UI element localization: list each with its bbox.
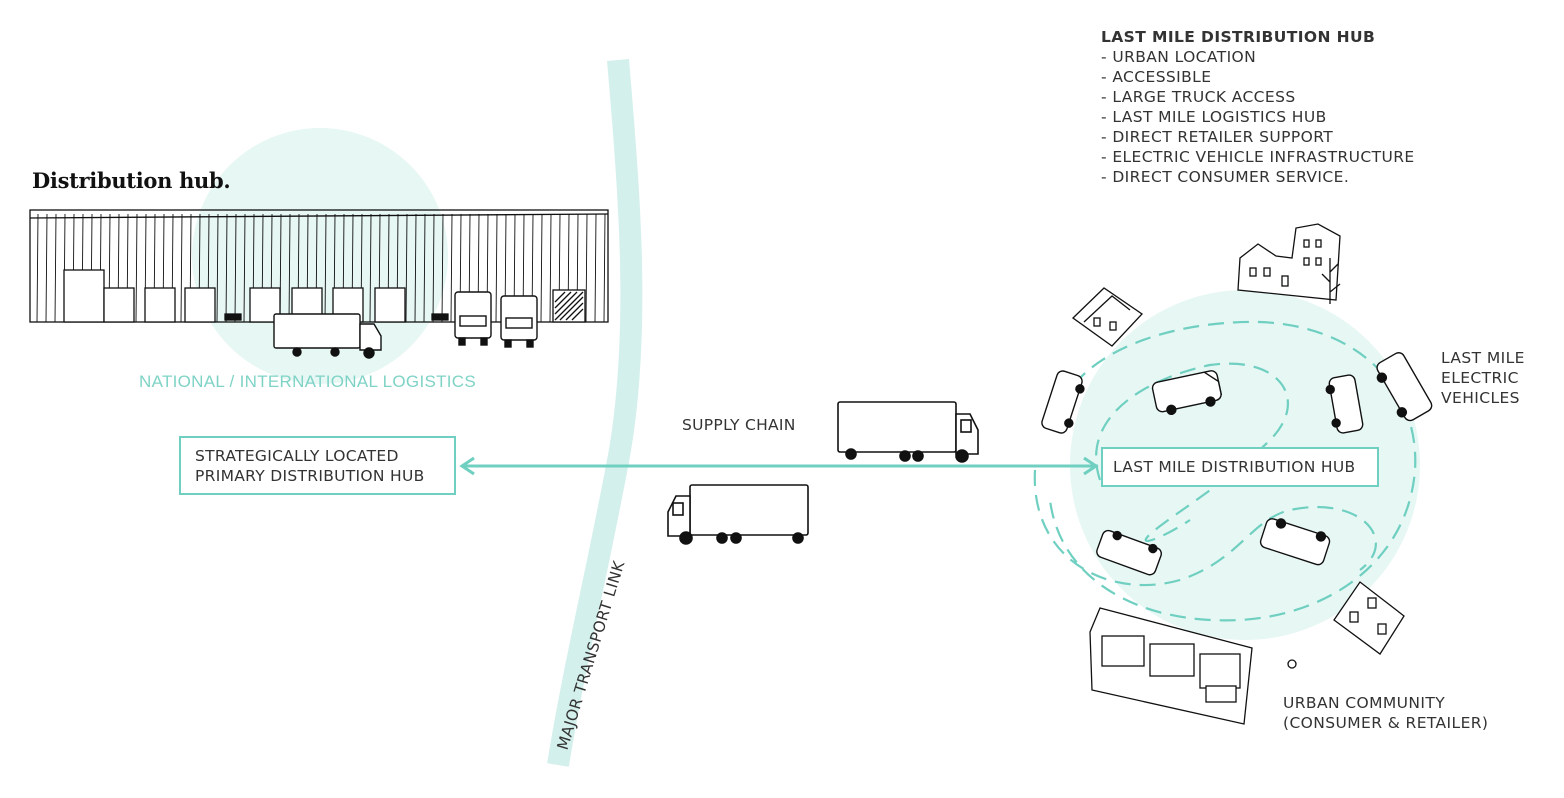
feature-item: - ACCESSIBLE	[1101, 68, 1212, 86]
feature-item: - LARGE TRUCK ACCESS	[1101, 88, 1296, 106]
primary-hub-box: STRATEGICALLY LOCATED PRIMARY DISTRIBUTI…	[179, 436, 456, 495]
feature-item: - DIRECT RETAILER SUPPORT	[1101, 128, 1334, 146]
warehouse-truck-icon	[273, 313, 382, 359]
last-mile-hub-box: LAST MILE DISTRIBUTION HUB	[1101, 447, 1379, 487]
shopfront-icon	[1089, 607, 1297, 725]
ev-line-2: ELECTRIC	[1441, 369, 1519, 387]
primary-hub-line-2: PRIMARY DISTRIBUTION HUB	[195, 467, 425, 485]
delivery-routes	[1033, 320, 1417, 622]
van-icon	[1041, 370, 1085, 434]
apartment-building-icon	[1237, 223, 1341, 304]
docked-trucks-icon	[454, 291, 538, 348]
hub-features-title: LAST MILE DISTRIBUTION HUB	[1101, 28, 1376, 46]
supply-chain-label: SUPPLY CHAIN	[682, 416, 796, 434]
van-icon	[1376, 352, 1433, 422]
distribution-hub-title: Distribution hub.	[32, 168, 231, 193]
urban-line-2: (CONSUMER & RETAILER)	[1283, 714, 1489, 732]
primary-hub-line-1: STRATEGICALLY LOCATED	[195, 447, 399, 465]
hub-features-list: LAST MILE DISTRIBUTION HUB - URBAN LOCAT…	[1101, 27, 1415, 187]
warehouse-illustration	[29, 209, 609, 323]
electric-vehicles-label: LAST MILE ELECTRIC VEHICLES	[1441, 348, 1525, 408]
house-icon	[1333, 581, 1405, 655]
feature-item: - DIRECT CONSUMER SERVICE.	[1101, 168, 1350, 186]
van-icon	[1259, 518, 1331, 566]
truck-upper-icon	[837, 401, 979, 463]
transport-link-band	[547, 59, 643, 767]
logistics-caption: NATIONAL / INTERNATIONAL LOGISTICS	[139, 372, 477, 391]
feature-item: - ELECTRIC VEHICLE INFRASTRUCTURE	[1101, 148, 1415, 166]
feature-item: - URBAN LOCATION	[1101, 48, 1257, 66]
van-icon	[1151, 370, 1223, 416]
ev-line-3: VEHICLES	[1441, 389, 1520, 407]
ev-line-1: LAST MILE	[1441, 349, 1525, 367]
truck-lower-icon	[667, 484, 809, 545]
van-icon	[1096, 529, 1162, 576]
feature-item: - LAST MILE LOGISTICS HUB	[1101, 108, 1327, 126]
urban-community-label: URBAN COMMUNITY (CONSUMER & RETAILER)	[1283, 693, 1488, 733]
supply-chain-arrow	[459, 456, 1099, 476]
house-icon	[1071, 287, 1143, 347]
van-icon	[1325, 374, 1364, 434]
urban-line-1: URBAN COMMUNITY	[1283, 694, 1446, 712]
